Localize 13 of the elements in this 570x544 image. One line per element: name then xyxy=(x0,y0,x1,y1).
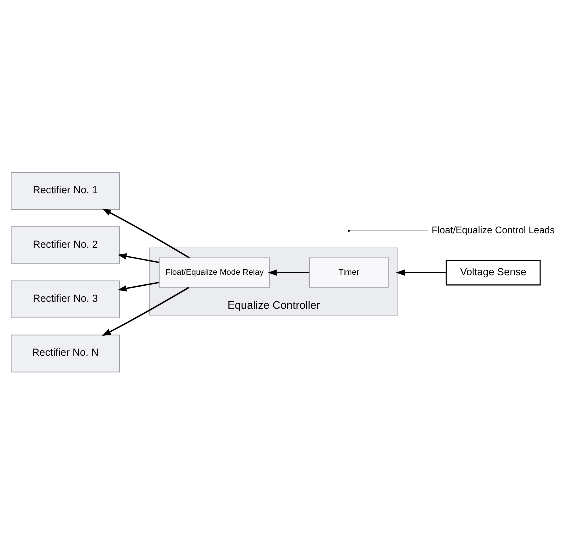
node-box: Rectifier No. N xyxy=(11,334,120,372)
connector xyxy=(350,230,428,231)
arrow xyxy=(102,286,190,336)
arrow xyxy=(118,253,160,263)
node-box: Rectifier No. 2 xyxy=(11,226,120,264)
arrow xyxy=(102,208,190,258)
node-box: Rectifier No. 3 xyxy=(11,280,120,318)
arrow xyxy=(396,269,446,276)
arrow xyxy=(268,269,310,276)
node-text: Float/Equalize Control Leads xyxy=(432,225,555,236)
node-box: Voltage Sense xyxy=(446,259,541,286)
node-box: Rectifier No. 1 xyxy=(11,172,120,210)
arrow xyxy=(118,282,160,292)
